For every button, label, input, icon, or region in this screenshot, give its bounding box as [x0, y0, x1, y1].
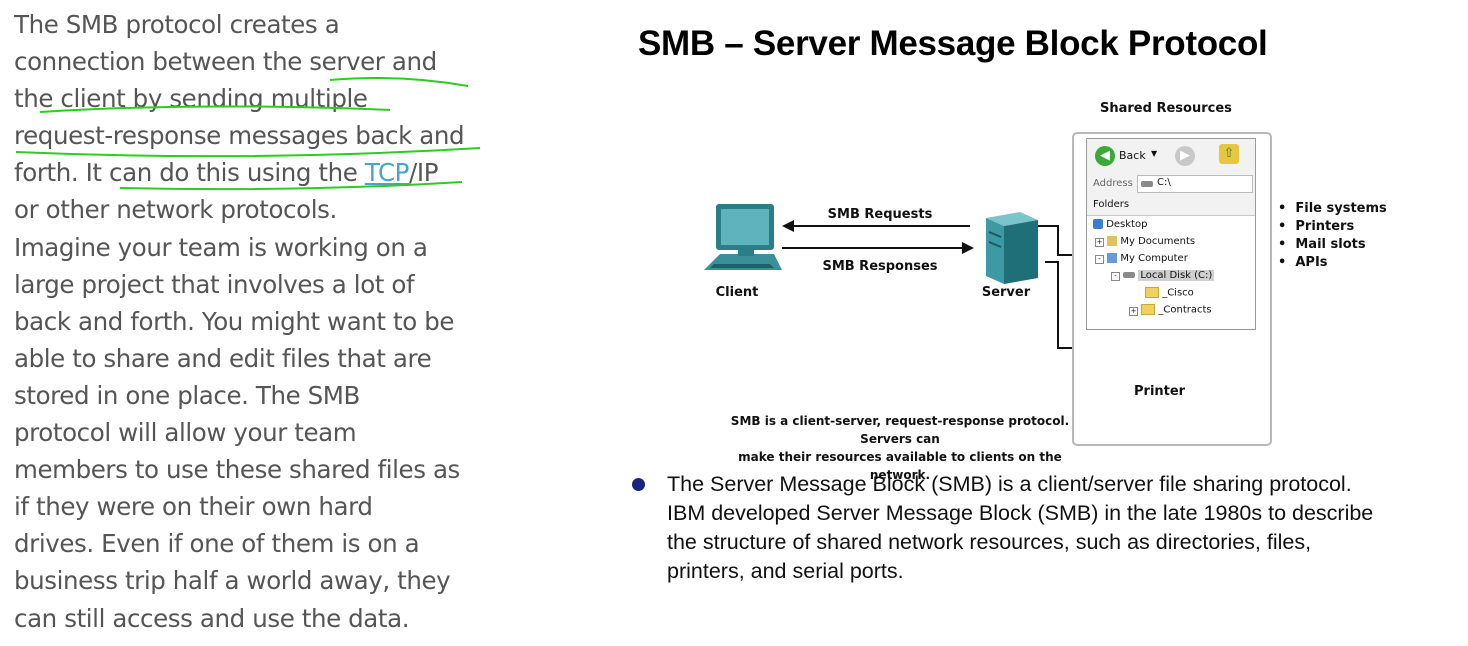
- folders-header: Folders: [1087, 195, 1255, 216]
- folder-icon: [1145, 287, 1159, 298]
- drive-icon: [1123, 272, 1136, 278]
- tree-item-my-documents[interactable]: + My Documents: [1095, 236, 1195, 247]
- connection-lines: SMB Requests SMB Responses Client Server: [704, 204, 1202, 370]
- paragraph-line: IBM developed Server Message Block (SMB)…: [667, 501, 1374, 525]
- folders-label: Folders: [1093, 199, 1130, 210]
- desktop-icon: [1093, 219, 1103, 229]
- address-label: Address: [1093, 178, 1133, 189]
- tree-label: My Documents: [1120, 236, 1196, 247]
- lecture-notes: The SMB protocol creates a connection be…: [14, 6, 484, 637]
- resource-item: • File systems: [1278, 201, 1387, 216]
- paragraph-line: The Server Message Block (SMB) is a clie…: [667, 472, 1352, 496]
- notes-line: Imagine your team is working on a: [14, 232, 428, 262]
- tree-item-desktop[interactable]: Desktop: [1093, 219, 1147, 230]
- back-button-label[interactable]: Back: [1119, 149, 1146, 162]
- client-label: Client: [716, 285, 759, 300]
- response-arrowhead: [962, 242, 974, 254]
- resource-item: • Printers: [1278, 219, 1355, 234]
- chevron-down-icon[interactable]: ▼: [1151, 149, 1158, 158]
- notes-line: protocol will allow your team: [14, 418, 357, 448]
- diagram-caption: SMB is a client-server, request-response…: [730, 412, 1070, 484]
- explorer-toolbar: ◀ Back ▼ ▶ ⇧: [1087, 139, 1255, 174]
- folder-icon: [1141, 304, 1156, 315]
- collapse-icon[interactable]: -: [1111, 272, 1120, 281]
- expand-icon[interactable]: +: [1129, 306, 1138, 316]
- documents-icon: [1107, 236, 1118, 246]
- smb-diagram: Shared Resources: [690, 92, 1410, 482]
- request-arrowhead: [782, 220, 794, 232]
- notes-line: if they were on their own hard: [14, 492, 373, 522]
- notes-line: drives. Even if one of them is on a: [14, 529, 420, 559]
- notes-line: business trip half a world away, they: [14, 566, 451, 596]
- tcp-link[interactable]: TCP: [364, 158, 410, 188]
- tree-item-contracts[interactable]: + _Contracts: [1129, 304, 1212, 316]
- notes-line: able to share and edit files that are: [14, 343, 432, 373]
- tree-item-local-disk[interactable]: - Local Disk (C:): [1111, 270, 1215, 281]
- resource-item: • Mail slots: [1278, 237, 1366, 252]
- notes-line: back and forth. You might want to be: [14, 306, 455, 336]
- shared-resources-panel: ◀ Back ▼ ▶ ⇧ Address C:\ Folders Desktop: [1072, 132, 1272, 446]
- smb-requests-label: SMB Requests: [828, 207, 933, 222]
- notes-line: stored in one place. The SMB: [14, 380, 360, 410]
- up-folder-icon[interactable]: ⇧: [1219, 144, 1239, 164]
- drive-icon: [1141, 181, 1153, 187]
- notes-line-with-link: forth. It can do this using the TCP/IP: [14, 154, 484, 191]
- tree-item-cisco[interactable]: _Cisco: [1145, 287, 1194, 299]
- resource-item: • APIs: [1278, 255, 1328, 270]
- tree-label: _Contracts: [1158, 304, 1212, 316]
- server-tower-icon: [986, 212, 1038, 284]
- explorer-window: ◀ Back ▼ ▶ ⇧ Address C:\ Folders Desktop: [1086, 138, 1256, 330]
- notes-line-end: /IP: [409, 158, 439, 188]
- bullet-dot-icon: [632, 478, 645, 491]
- notes-line: request-response messages back and: [14, 121, 465, 151]
- caption-line: SMB is a client-server, request-response…: [730, 414, 1070, 446]
- printer-label: Printer: [1134, 384, 1186, 399]
- back-icon[interactable]: ◀: [1095, 146, 1115, 166]
- notes-line: the client by sending multiple: [14, 84, 368, 114]
- caption-line: make their resources available to client…: [738, 450, 1062, 482]
- notes-line: or other network protocols.: [14, 195, 337, 225]
- smb-responses-label: SMB Responses: [822, 259, 937, 274]
- client-computer-icon: [704, 204, 782, 270]
- expand-icon[interactable]: +: [1095, 238, 1104, 247]
- tree-item-my-computer[interactable]: - My Computer: [1095, 253, 1188, 264]
- tree-label: My Computer: [1120, 253, 1188, 264]
- resources-list: • File systems • Printers • Mail slots •…: [1278, 200, 1387, 272]
- collapse-icon[interactable]: -: [1095, 255, 1104, 264]
- tree-label: Desktop: [1106, 219, 1148, 230]
- address-field[interactable]: C:\: [1137, 175, 1253, 193]
- notes-line: connection between the server and: [14, 47, 437, 77]
- notes-line-start: forth. It can do this using the: [14, 158, 365, 188]
- forward-icon[interactable]: ▶: [1175, 146, 1195, 166]
- address-bar: Address C:\: [1087, 173, 1255, 196]
- tree-label: Local Disk (C:): [1138, 270, 1215, 281]
- notes-line: members to use these shared files as: [14, 455, 460, 485]
- slide-title: SMB – Server Message Block Protocol: [638, 24, 1268, 63]
- notes-line: can still access and use the data.: [14, 603, 410, 633]
- notes-line: The SMB protocol creates a: [14, 10, 340, 39]
- computer-icon: [1107, 253, 1118, 263]
- address-value: C:\: [1157, 177, 1171, 188]
- server-label: Server: [982, 285, 1031, 300]
- bullet-paragraph: The Server Message Block (SMB) is a clie…: [667, 470, 1467, 586]
- shared-resources-label: Shared Resources: [1100, 101, 1232, 116]
- paragraph-line: the structure of shared network resource…: [667, 530, 1312, 554]
- paragraph-line: printers, and serial ports.: [667, 559, 904, 583]
- tree-label: _Cisco: [1162, 287, 1194, 299]
- notes-line: large project that involves a lot of: [14, 269, 415, 299]
